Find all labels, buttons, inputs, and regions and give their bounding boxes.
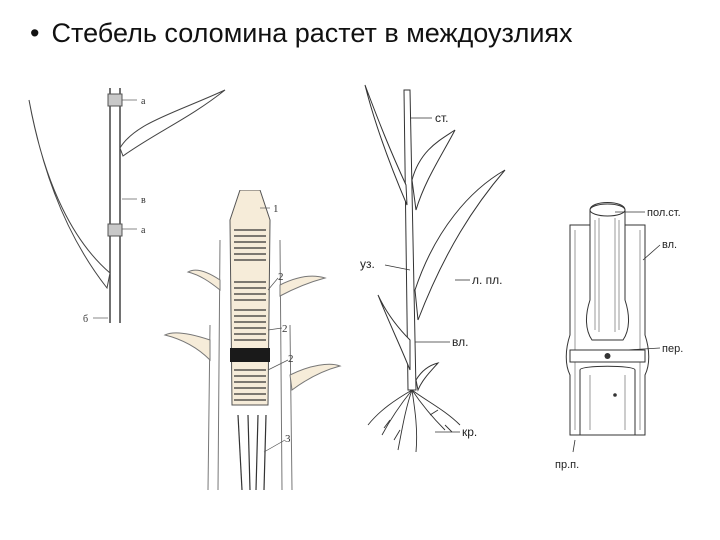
- label-per: пер.: [662, 343, 683, 355]
- label-polst: пол.ст.: [647, 207, 681, 219]
- title-text: Стебель соломина растет в междоузлиях: [52, 18, 573, 48]
- node-top: [108, 94, 122, 106]
- label-vl: вл.: [662, 239, 677, 251]
- top-left-leaf: [365, 85, 407, 205]
- side-leaf-4: [290, 364, 340, 390]
- label-lpl: л. пл.: [472, 273, 503, 287]
- label-vl: вл.: [452, 335, 468, 349]
- label-3: 3: [285, 433, 291, 445]
- lower-leaf: [29, 100, 110, 288]
- label-node-mid: а: [141, 225, 146, 236]
- label-kr: кр.: [462, 425, 477, 439]
- label-2a: 2: [278, 271, 284, 283]
- label-uz: уз.: [360, 257, 375, 271]
- figure-node-section: пол.ст. вл. пер. пр.п.: [535, 190, 715, 480]
- label-st: ст.: [435, 111, 449, 125]
- side-leaf-1: [188, 270, 220, 290]
- label-1: 1: [273, 203, 279, 215]
- figure-grass-plant: ст. уз. л. пл. вл. кр.: [360, 80, 520, 470]
- label-node-top: а: [141, 96, 146, 107]
- hollow-stem-top: [586, 203, 628, 341]
- label-2b: 2: [282, 323, 288, 335]
- label-prp: пр.п.: [555, 459, 579, 471]
- side-leaf-2: [280, 276, 325, 296]
- label-2c: 2: [288, 353, 294, 365]
- bullet: •: [30, 18, 44, 49]
- upper-leaf: [412, 130, 455, 210]
- label-internode: в: [141, 195, 146, 206]
- side-leaf-3: [165, 333, 210, 360]
- long-leaf: [415, 170, 505, 320]
- figure-shoot-section: 1 2 2 2 3: [160, 190, 355, 500]
- growth-cone: [230, 190, 270, 405]
- label-sheath: б: [83, 314, 88, 325]
- slide-title: • Стебель соломина растет в междоузлиях: [30, 18, 573, 49]
- node-mid: [108, 224, 122, 236]
